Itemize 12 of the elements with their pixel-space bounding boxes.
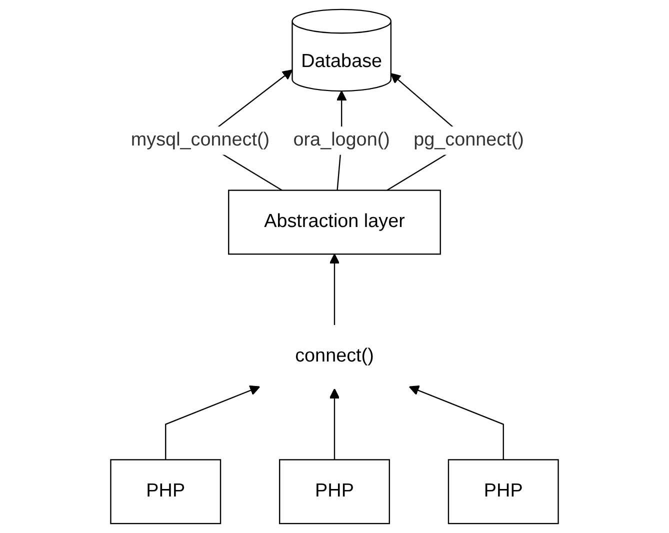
node-box: PHP (448, 459, 559, 524)
arrow (329, 388, 340, 460)
node-box: Abstraction layer (228, 190, 441, 255)
edge-label: ora_logon() (293, 130, 390, 150)
edge-label: mysql_connect() (130, 130, 270, 150)
node-box: PHP (110, 459, 222, 524)
node-text: connect() (295, 346, 374, 366)
arrow (329, 254, 340, 326)
arrow (408, 385, 504, 460)
arrow (165, 385, 260, 460)
node-box: PHP (279, 459, 390, 524)
edge-label: pg_connect() (414, 130, 524, 150)
